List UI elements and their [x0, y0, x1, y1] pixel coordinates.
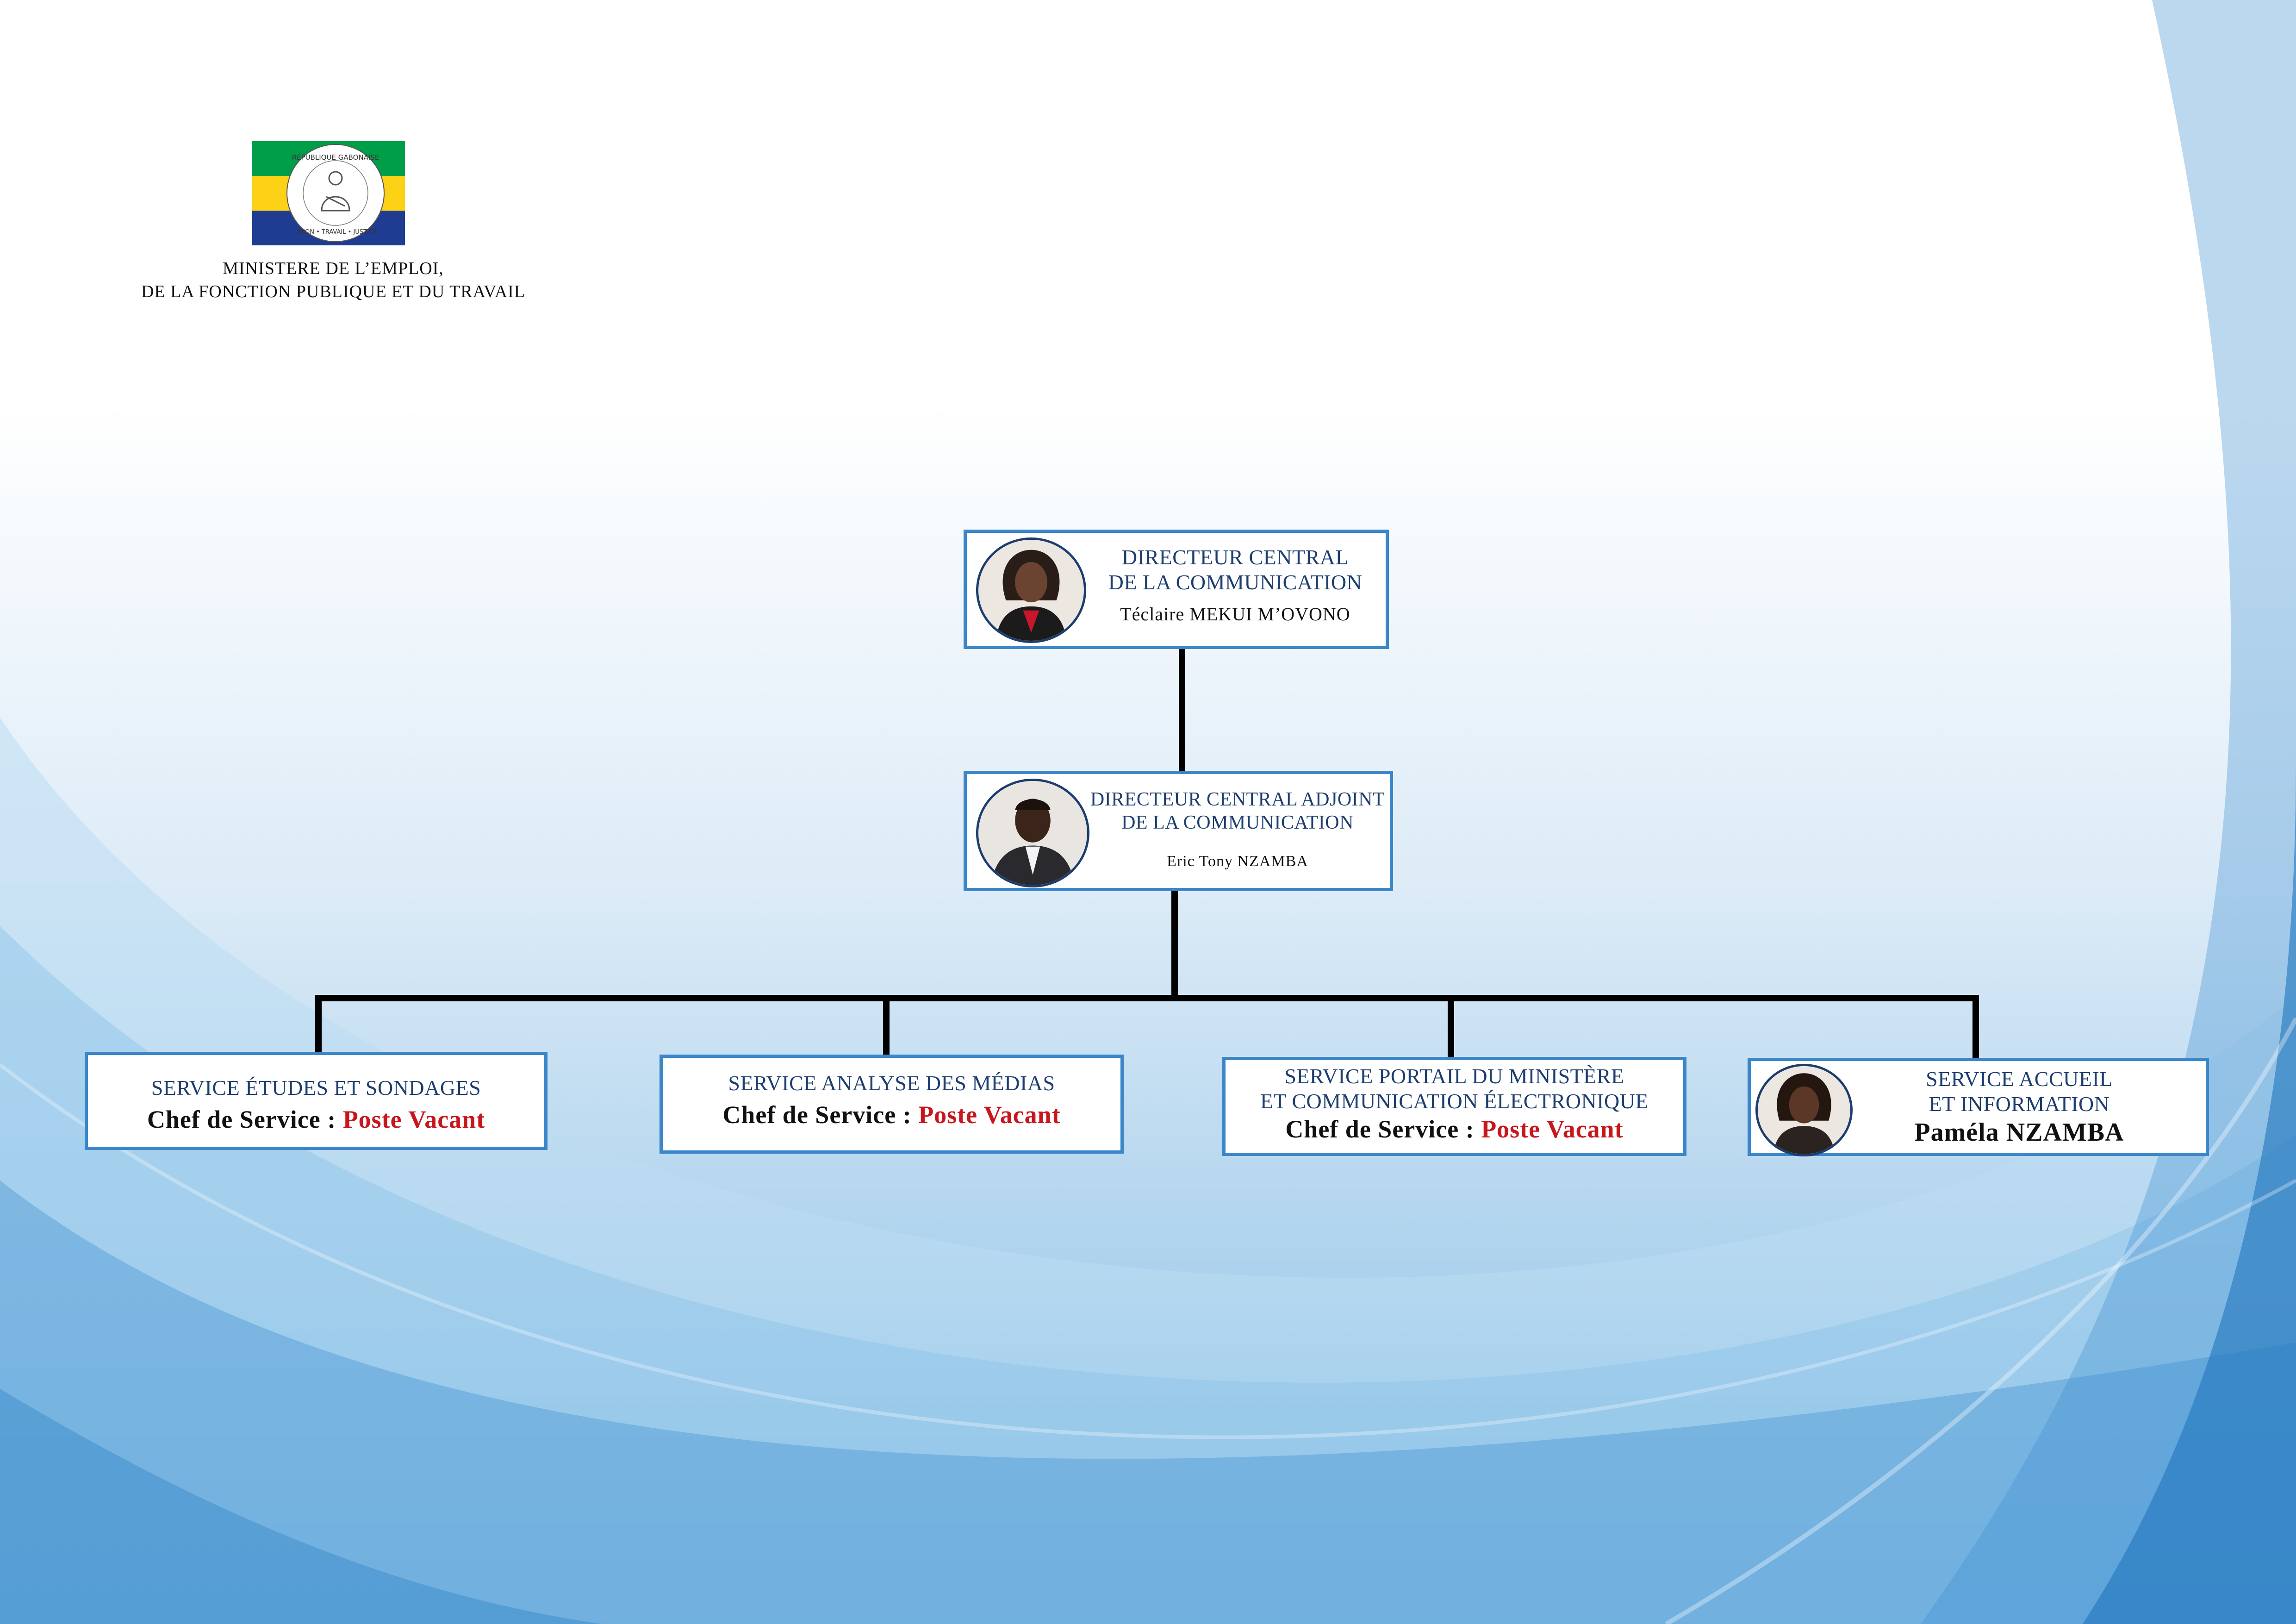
ministry-name: MINISTERE DE L’EMPLOI, DE LA FONCTION PU…: [69, 257, 597, 303]
connector-service-2: [883, 995, 890, 1057]
connector-service-4: [1972, 995, 1979, 1060]
gabon-flag-emblem: RÉPUBLIQUE GABONAISE UNION • TRAVAIL • J…: [252, 141, 405, 245]
service-box-portail-communication[interactable]: SERVICE PORTAIL DU MINISTÈRE ET COMMUNIC…: [1222, 1057, 1686, 1156]
portrait-woman-icon: [981, 540, 1082, 641]
ministry-line-2: DE LA FONCTION PUBLIQUE ET DU TRAVAIL: [141, 282, 526, 301]
connector-service-3: [1448, 995, 1454, 1060]
service-4-title-line-2: ET INFORMATION: [1929, 1092, 2110, 1116]
service-box-analyse-medias[interactable]: SERVICE ANALYSE DES MÉDIAS Chef de Servi…: [660, 1055, 1124, 1154]
service-3-chief-label: Chef de Service :: [1285, 1115, 1475, 1143]
service-box-etudes-sondages[interactable]: SERVICE ÉTUDES ET SONDAGES Chef de Servi…: [85, 1052, 548, 1150]
portrait-man-icon: [981, 781, 1085, 885]
svg-text:RÉPUBLIQUE GABONAISE: RÉPUBLIQUE GABONAISE: [292, 153, 380, 162]
service-4-photo: [1755, 1064, 1853, 1156]
director-title-line-2: DE LA COMMUNICATION: [1108, 570, 1363, 594]
director-box[interactable]: DIRECTEUR CENTRAL DE LA COMMUNICATION Té…: [964, 530, 1389, 649]
ministry-line-1: MINISTERE DE L’EMPLOI,: [223, 259, 444, 278]
service-1-title: SERVICE ÉTUDES ET SONDAGES: [151, 1076, 481, 1099]
service-3-vacant: Poste Vacant: [1481, 1115, 1624, 1143]
service-2-chief-label: Chef de Service :: [722, 1101, 912, 1129]
portrait-woman-icon: [1760, 1066, 1848, 1154]
service-2-vacant: Poste Vacant: [918, 1101, 1061, 1129]
deputy-box[interactable]: DIRECTEUR CENTRAL ADJOINT DE LA COMMUNIC…: [964, 771, 1393, 891]
deputy-name: Eric Tony NZAMBA: [1167, 853, 1308, 870]
director-name: Téclaire MEKUI M’OVONO: [1120, 604, 1350, 625]
service-1-chief-label: Chef de Service :: [147, 1106, 336, 1133]
service-4-title-line-1: SERVICE ACCUEIL: [1926, 1067, 2113, 1091]
connector-horizontal-bus: [315, 995, 1979, 1001]
deputy-title-line-1: DIRECTEUR CENTRAL ADJOINT: [1090, 789, 1385, 810]
seal-figure-icon: [321, 171, 350, 212]
service-3-title-line-2: ET COMMUNICATION ÉLECTRONIQUE: [1260, 1089, 1649, 1113]
connector-service-1: [315, 995, 322, 1054]
service-2-chief: Chef de Service : Poste Vacant: [663, 1100, 1120, 1129]
service-box-accueil-information[interactable]: SERVICE ACCUEIL ET INFORMATION Paméla NZ…: [1748, 1058, 2209, 1156]
director-photo: [976, 537, 1086, 643]
director-title-line-1: DIRECTEUR CENTRAL: [1121, 545, 1349, 569]
svg-text:UNION • TRAVAIL • JUSTICE: UNION • TRAVAIL • JUSTICE: [294, 229, 377, 236]
connector-deputy-bus: [1171, 890, 1178, 1000]
deputy-photo: [976, 779, 1089, 887]
service-1-chief: Chef de Service : Poste Vacant: [88, 1105, 544, 1134]
service-2-title: SERVICE ANALYSE DES MÉDIAS: [728, 1071, 1055, 1095]
service-3-chief: Chef de Service : Poste Vacant: [1226, 1115, 1683, 1143]
deputy-title-line-2: DE LA COMMUNICATION: [1121, 812, 1354, 833]
connector-director-deputy: [1179, 648, 1185, 772]
service-4-name: Paméla NZAMBA: [1914, 1118, 2124, 1147]
service-1-vacant: Poste Vacant: [342, 1106, 485, 1133]
service-3-title-line-1: SERVICE PORTAIL DU MINISTÈRE: [1284, 1064, 1624, 1088]
